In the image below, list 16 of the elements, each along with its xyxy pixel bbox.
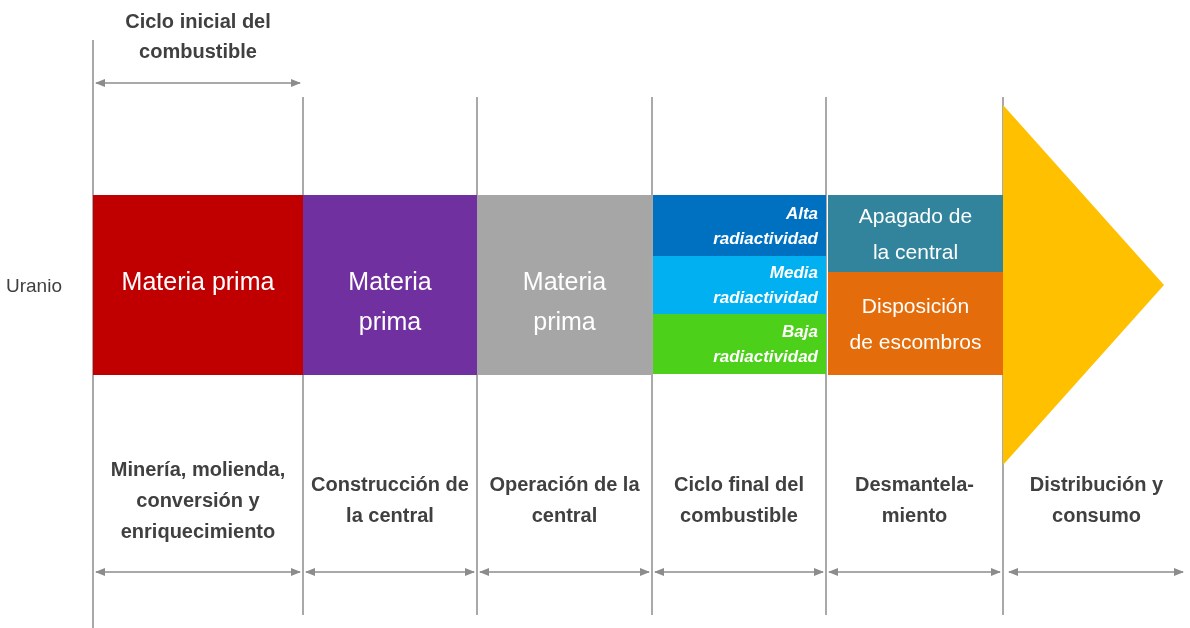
stage-block: Materia prima bbox=[303, 195, 477, 375]
stage-label: Desmantela- miento bbox=[854, 472, 975, 528]
stage-label: Ciclo final del combustible bbox=[673, 472, 805, 528]
stage-label: Construcción de la central bbox=[310, 472, 470, 528]
stage-label: Operación de la central bbox=[488, 472, 641, 528]
stage-block: Media radiactividad bbox=[653, 256, 826, 314]
stage-block: Materia prima bbox=[93, 195, 303, 375]
stage-block: Disposición de escombros bbox=[828, 272, 1003, 375]
stage-block: Materia prima bbox=[477, 195, 652, 375]
input-label: Uranio bbox=[6, 274, 62, 298]
stage-label: Minería, molienda, conversión y enriquecimiento bbox=[109, 456, 287, 544]
stage-block: Alta radiactividad bbox=[653, 195, 826, 256]
stage-label: Distribución y consumo bbox=[1028, 472, 1165, 528]
stage-block: Apagado de la central bbox=[828, 195, 1003, 272]
span-label: Ciclo inicial del combustible bbox=[124, 9, 272, 64]
stage-block: Baja radiactividad bbox=[653, 314, 826, 374]
